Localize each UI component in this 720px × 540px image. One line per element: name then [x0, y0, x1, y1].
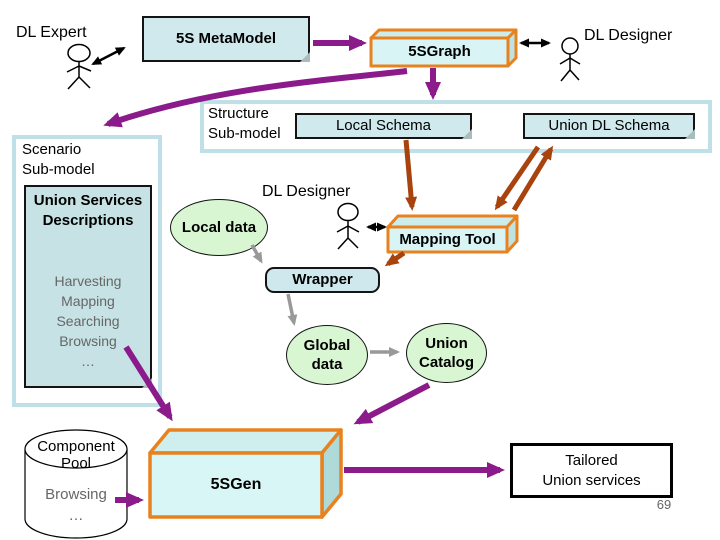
5sgraph-label-overlay: 5SGraph	[408, 43, 471, 60]
tailored-union-services-box: Tailored Union services	[510, 443, 673, 498]
list-item: …	[81, 353, 95, 369]
local-schema-box: Local Schema	[295, 113, 472, 139]
structure-submodel-label: Structure Sub-model	[208, 105, 281, 142]
list-item: Harvesting	[54, 273, 122, 289]
wrapper-label: Wrapper	[292, 271, 353, 288]
arrow-uniondlschema-to-mappingtool	[494, 145, 541, 211]
union-services-box: Union Services Descriptions Harvesting M…	[24, 185, 152, 388]
metamodel-label: 5S MetaModel	[175, 30, 277, 47]
mapping-tool-label-overlay: Mapping Tool	[399, 230, 496, 248]
arrow-unioncatalog-to-5sgen	[353, 382, 431, 425]
dl-designer-mid-figure	[336, 202, 360, 250]
dl-expert-label: DL Expert	[16, 24, 87, 41]
arrow-mappingtool-to-uniondlschema	[511, 145, 554, 212]
component-pool-text: Component Pool Browsing …	[26, 438, 126, 524]
union-services-items: Harvesting Mapping Searching Browsing …	[26, 271, 150, 371]
component-pool-more: …	[68, 507, 84, 524]
union-services-title: Union Services Descriptions	[33, 192, 143, 229]
component-pool-item: Browsing	[45, 486, 107, 503]
5sgen-label-overlay: 5SGen	[210, 476, 262, 493]
list-item: Browsing	[59, 333, 117, 349]
metamodel-box: 5S MetaModel	[142, 16, 310, 62]
dl-designer-top-figure	[559, 37, 581, 82]
local-data-label: Local data	[181, 218, 257, 236]
dl-expert-figure	[66, 43, 92, 90]
local-schema-label: Local Schema	[335, 117, 432, 134]
wrapper-box: Wrapper	[265, 267, 380, 293]
arrow-mappingtool-to-wrapper	[384, 250, 406, 267]
local-data-ellipse: Local data	[170, 199, 268, 256]
scenario-submodel-label: Scenario Sub-model	[22, 141, 95, 178]
union-dl-schema-box: Union DL Schema	[523, 113, 695, 139]
global-data-ellipse: Global data	[286, 325, 368, 385]
dl-designer-top-label: DL Designer	[584, 27, 673, 44]
union-catalog-ellipse: Union Catalog	[406, 323, 487, 383]
union-dl-schema-label: Union DL Schema	[548, 117, 670, 134]
arrow-expert-metamodel	[91, 46, 126, 66]
dl-designer-mid-label: DL Designer	[262, 183, 351, 200]
list-item: Mapping	[61, 293, 115, 309]
arrow-wrapper-to-globaldata	[286, 293, 298, 326]
page-number: 69	[656, 497, 672, 512]
list-item: Searching	[56, 313, 120, 329]
